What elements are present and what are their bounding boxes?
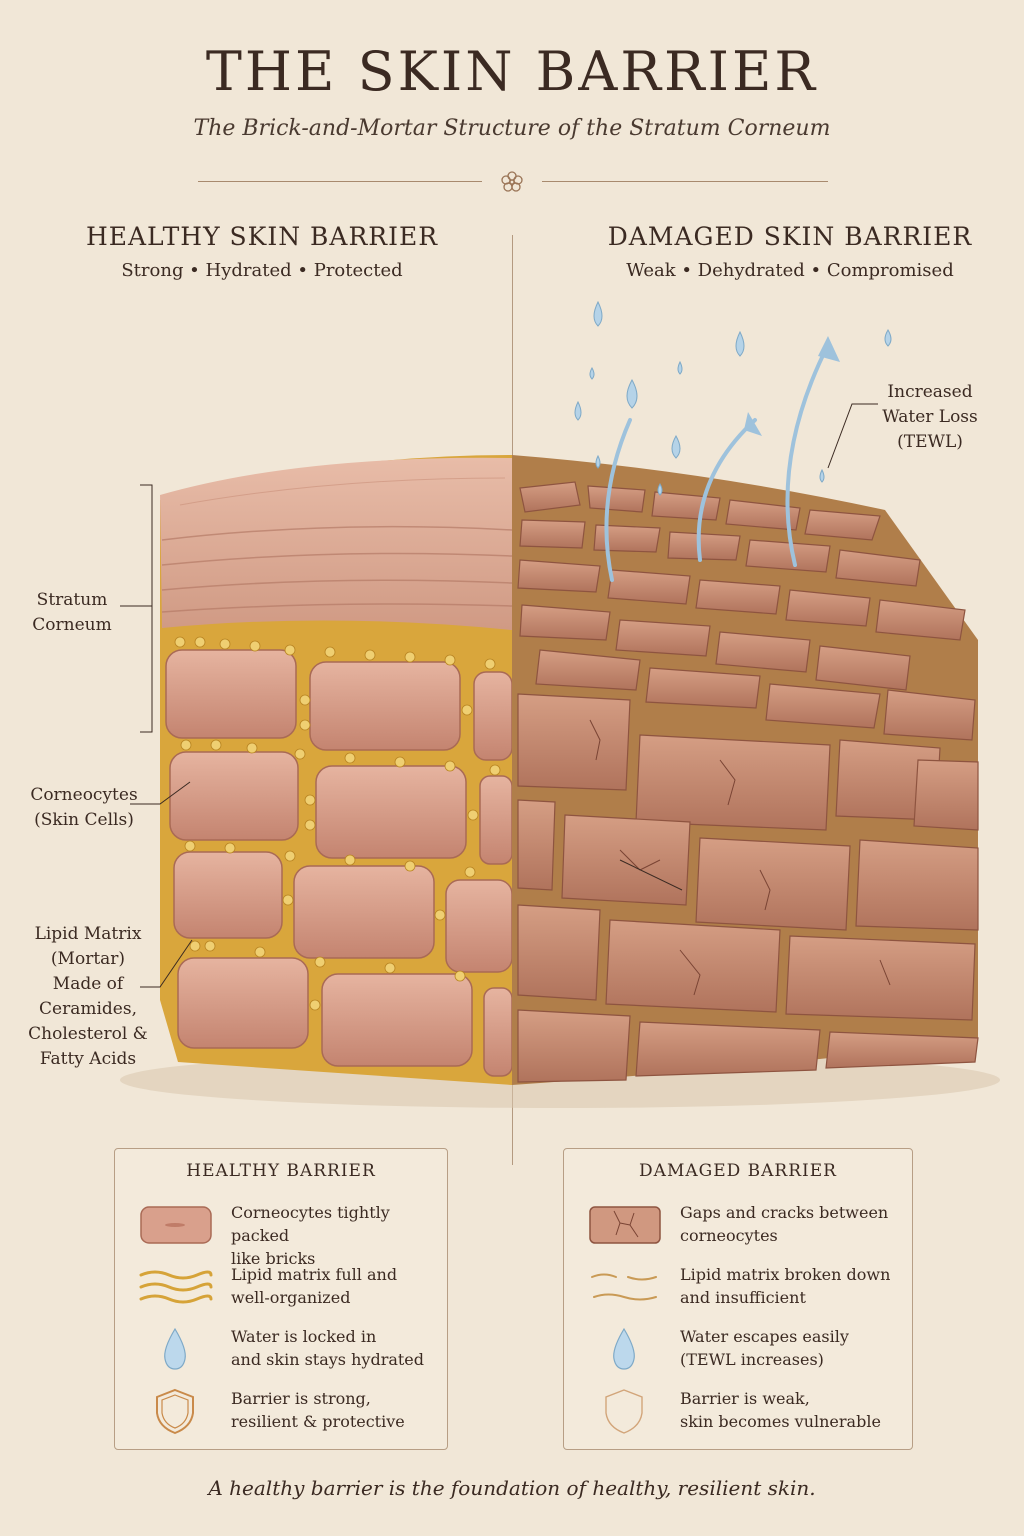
damaged-tagline: Weak • Dehydrated • Compromised (626, 260, 954, 281)
legend-line: resilient & protective (231, 1412, 405, 1431)
weak-shield-icon (605, 1389, 643, 1434)
legend-line: and insufficient (680, 1288, 806, 1307)
label-line: Made of (52, 974, 124, 994)
legend-item: Lipid matrix full and well-organized (115, 1263, 447, 1319)
label-line: Corneum (32, 615, 112, 635)
tewl-label: Increased Water Loss (TEWL) (870, 380, 990, 455)
label-line: Fatty Acids (39, 1049, 137, 1069)
legend-item: Lipid matrix broken down and insufficien… (564, 1263, 912, 1319)
legend-line: Barrier is strong, (231, 1389, 371, 1408)
label-line: Water Loss (882, 407, 978, 427)
water-drop-icon (164, 1327, 186, 1370)
healthy-legend: HEALTHY BARRIER Corneocytes tightly pack… (114, 1148, 448, 1450)
tewl-water-droplets (574, 300, 892, 496)
legend-text: Water escapes easily (TEWL increases) (680, 1325, 892, 1371)
label-line: Corneocytes (30, 785, 138, 805)
legend-line: like bricks (231, 1249, 316, 1268)
healthy-skin-block (160, 455, 513, 1085)
page-title: THE SKIN BARRIER (205, 40, 819, 103)
damaged-heading: DAMAGED SKIN BARRIER (607, 222, 973, 251)
label-line: Lipid Matrix (34, 924, 142, 944)
legend-item: Barrier is strong, resilient & protectiv… (115, 1387, 447, 1443)
label-line: Cholesterol & (28, 1024, 148, 1044)
legend-item: Barrier is weak, skin becomes vulnerable (564, 1387, 912, 1443)
legend-line: Barrier is weak, (680, 1389, 810, 1408)
legend-item: Water is locked in and skin stays hydrat… (115, 1325, 447, 1381)
divider-rule-right (542, 181, 828, 182)
legend-item: Corneocytes tightly packed like bricks (115, 1201, 447, 1268)
broken-lipid-icon (591, 1273, 657, 1301)
footer-tagline: A healthy barrier is the foundation of h… (208, 1476, 816, 1500)
healthy-legend-title: HEALTHY BARRIER (186, 1161, 376, 1181)
legend-text: Gaps and cracks between corneocytes (680, 1201, 892, 1247)
legend-line: and skin stays hydrated (231, 1350, 425, 1369)
legend-line: skin becomes vulnerable (680, 1412, 881, 1431)
skin-barrier-illustration (120, 300, 1000, 1108)
legend-line: Lipid matrix broken down (680, 1265, 891, 1284)
legend-line: Lipid matrix full and (231, 1265, 398, 1284)
water-drop-icon (613, 1327, 635, 1370)
flower-ornament-icon (501, 171, 523, 192)
legend-text: Barrier is strong, resilient & protectiv… (231, 1387, 443, 1433)
healthy-tagline: Strong • Hydrated • Protected (121, 260, 403, 281)
legend-line: Gaps and cracks between (680, 1203, 889, 1222)
legend-line: Water is locked in (231, 1327, 377, 1346)
lipid-matrix-label: Lipid Matrix (Mortar) Made of Ceramides,… (20, 922, 156, 1072)
legend-item: Water escapes easily (TEWL increases) (564, 1325, 912, 1381)
lipid-wave-icon (139, 1270, 213, 1304)
label-line: Ceramides, (39, 999, 137, 1019)
legend-line: Water escapes easily (680, 1327, 849, 1346)
legend-text: Corneocytes tightly packed like bricks (231, 1201, 443, 1270)
legend-item: Gaps and cracks between corneocytes (564, 1201, 912, 1257)
damaged-legend-title: DAMAGED BARRIER (639, 1161, 837, 1181)
stratum-corneum-label: Stratum Corneum (18, 588, 126, 638)
legend-text: Lipid matrix full and well-organized (231, 1263, 443, 1309)
shield-icon (156, 1388, 194, 1435)
legend-line: (TEWL increases) (680, 1350, 824, 1369)
label-line: (Mortar) (50, 949, 126, 969)
legend-line: corneocytes (680, 1226, 778, 1245)
damaged-skin-block (512, 455, 979, 1085)
legend-line: well-organized (231, 1288, 351, 1307)
legend-text: Barrier is weak, skin becomes vulnerable (680, 1387, 892, 1433)
cracked-brick-icon (589, 1206, 661, 1244)
label-line: Stratum (36, 590, 108, 610)
damaged-legend: DAMAGED BARRIER Gaps and cracks between … (563, 1148, 913, 1450)
label-line: (TEWL) (897, 432, 963, 452)
legend-text: Water is locked in and skin stays hydrat… (231, 1325, 443, 1371)
brick-icon (140, 1206, 212, 1244)
healthy-heading: HEALTHY SKIN BARRIER (85, 222, 439, 251)
tewl-arrows (604, 343, 830, 582)
legend-line: Corneocytes tightly packed (231, 1203, 390, 1245)
label-line: Increased (887, 382, 973, 402)
divider-rule-left (198, 181, 482, 182)
page-subtitle: The Brick-and-Mortar Structure of the St… (193, 116, 831, 141)
corneocytes-label: Corneocytes (Skin Cells) (18, 783, 150, 833)
label-line: (Skin Cells) (34, 810, 134, 830)
legend-text: Lipid matrix broken down and insufficien… (680, 1263, 892, 1309)
